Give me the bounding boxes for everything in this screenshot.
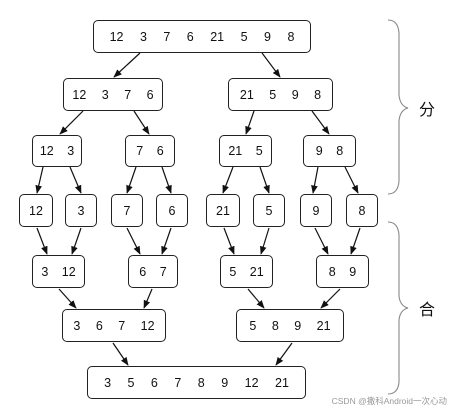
leaf-node: 9	[300, 194, 332, 227]
edge-m1c-m2right	[247, 288, 265, 309]
node-merge-5-21: 5 21	[220, 255, 273, 288]
edge-leaf4-m1b	[161, 227, 172, 255]
edge-l2b-leaf3	[126, 166, 137, 194]
leaf-node: 12	[19, 194, 53, 227]
edge-m1d-m2right	[320, 288, 341, 309]
node-split-9-8: 9 8	[303, 135, 356, 167]
node-result: 3 5 6 7 8 9 12 21	[87, 366, 306, 399]
node-merge-6-7: 6 7	[128, 255, 178, 288]
brace-divide	[387, 19, 409, 195]
edge-l2d-leaf7	[311, 166, 319, 194]
edge-root-l1left	[113, 52, 141, 78]
node-merge-right: 5 8 9 21	[236, 309, 344, 342]
node-merge-8-9: 8 9	[316, 255, 369, 288]
node-split-12-3: 12 3	[32, 135, 82, 167]
watermark-text: CSDN @撒科Android一次心动	[331, 396, 447, 406]
node-merge-left: 3 6 7 12	[62, 309, 166, 342]
label-divide: 分	[419, 100, 436, 119]
edge-leaf6-m1c	[260, 227, 270, 255]
edge-l1right-l2c	[245, 110, 255, 135]
edge-m2right-result	[275, 342, 293, 366]
edge-m1b-m2left	[143, 288, 153, 309]
edge-root-l1right	[261, 52, 281, 78]
edge-l2c-leaf6	[259, 166, 270, 194]
leaf-node: 6	[156, 194, 188, 227]
leaf-node: 5	[253, 194, 285, 227]
edge-l1right-l2d	[311, 110, 330, 135]
leaf-node: 7	[111, 194, 143, 227]
node-merge-3-12: 3 12	[32, 255, 85, 288]
edge-m2left-result	[112, 342, 129, 366]
node-split-21-5: 21 5	[219, 135, 272, 167]
label-merge: 合	[419, 300, 436, 319]
node-split-right: 21 5 9 8	[228, 78, 333, 111]
leaf-node: 3	[65, 194, 97, 227]
node-split-7-6: 7 6	[125, 135, 175, 167]
leaf-node: 8	[346, 194, 378, 227]
leaf-node: 21	[206, 194, 240, 227]
edge-l2c-leaf5	[222, 166, 234, 194]
edge-l1left-l2b	[133, 110, 150, 135]
edge-l2b-leaf4	[161, 166, 172, 194]
edge-leaf1-m1a	[36, 227, 48, 255]
edge-l2d-leaf8	[344, 166, 359, 194]
edge-leaf8-m1d	[350, 227, 361, 255]
edge-leaf7-m1d	[314, 227, 329, 255]
node-split-left: 12 3 7 6	[63, 78, 163, 111]
edge-leaf5-m1c	[223, 227, 235, 255]
node-root: 12 3 7 6 21 5 9 8	[93, 20, 311, 53]
brace-merge	[387, 221, 409, 395]
edge-l2a-leaf1	[35, 166, 44, 194]
edge-m1a-m2left	[58, 288, 77, 309]
edge-l1left-l2a	[59, 110, 84, 135]
edge-leaf2-m1a	[71, 227, 82, 255]
edge-l2a-leaf2	[69, 166, 82, 194]
edge-leaf3-m1b	[126, 227, 141, 255]
